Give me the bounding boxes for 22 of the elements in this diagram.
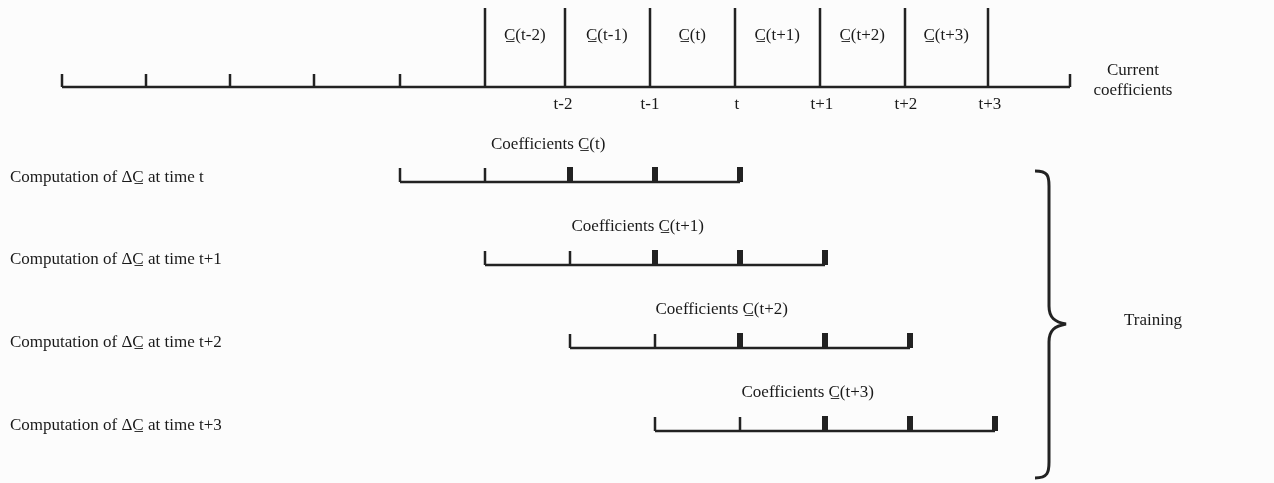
- time-tick-label: t+2: [894, 94, 918, 114]
- time-tick-label: t+1: [810, 94, 834, 114]
- window-title: Coefficients C̲(t+1): [571, 216, 704, 236]
- time-tick-label: t+3: [978, 94, 1002, 114]
- row-label: Computation of ΔC̲ at time t+3: [10, 415, 222, 435]
- axis-title: Current coefficients: [1092, 60, 1174, 100]
- window-title: Coefficients C̲(t+3): [741, 382, 874, 402]
- coefficient-label: C̲(t+1): [754, 25, 800, 45]
- row-label: Computation of ΔC̲ at time t+1: [10, 249, 222, 269]
- window-title: Coefficients C̲(t+2): [655, 299, 788, 319]
- row-label: Computation of ΔC̲ at time t+2: [10, 332, 222, 352]
- time-tick-label: t-2: [553, 94, 573, 114]
- window-title: Coefficients C̲(t): [491, 134, 606, 154]
- coefficient-label: C̲(t+2): [839, 25, 885, 45]
- coefficient-label: C̲(t-2): [504, 25, 546, 45]
- coefficient-label: C̲(t): [678, 25, 706, 45]
- coefficient-label: C̲(t-1): [586, 25, 628, 45]
- coefficient-label: C̲(t+3): [923, 25, 969, 45]
- time-tick-label: t: [734, 94, 740, 114]
- row-label: Computation of ΔC̲ at time t: [10, 167, 204, 187]
- bracket-label: Training: [1124, 310, 1182, 330]
- time-tick-label: t-1: [640, 94, 660, 114]
